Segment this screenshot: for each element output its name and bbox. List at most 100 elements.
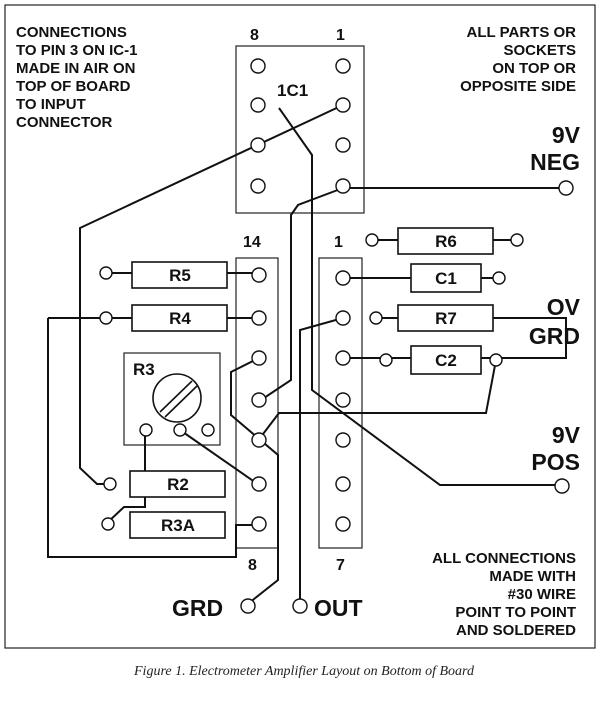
note-top-left-line-2: TO PIN 3 ON IC-1 [16, 42, 137, 59]
socket-hole-pin2 [335, 310, 351, 326]
terminal-output-label: OUT [314, 595, 363, 621]
wire-r3-wiper-to-r3a [107, 430, 146, 523]
terminal-0v-grd-line2: GRD [529, 323, 580, 349]
socket-hole-pin6 [335, 476, 351, 492]
r7-resistor: R7 [397, 304, 494, 332]
ic1-hole-pin1 [335, 58, 351, 74]
socket-hole-pin13 [251, 310, 267, 326]
ic1-hole-pin7 [250, 97, 266, 113]
r3a-resistor: R3A [129, 511, 226, 539]
ic1-hole-pin2 [335, 97, 351, 113]
r7-label: R7 [435, 309, 457, 328]
socket-pin7-number: 7 [336, 557, 345, 574]
r3-lead-wiper [139, 423, 153, 437]
ic1-hole-pin8 [250, 58, 266, 74]
r3a-label: R3A [161, 516, 195, 535]
r3-screw-slot-a [159, 380, 193, 413]
terminal-9v-neg: 9V NEG [530, 122, 581, 196]
c2-lead-right [489, 353, 503, 367]
r5-label: R5 [169, 266, 191, 285]
socket-hole-pin4 [335, 392, 351, 408]
ic1-hole-pin4 [335, 178, 351, 194]
component-lead-holes [99, 233, 524, 531]
socket-pin1-number: 1 [334, 234, 343, 251]
terminal-0v-grd-line1: OV [547, 294, 581, 320]
r3-adjust-screw [152, 373, 202, 423]
ic1-pin-holes [250, 58, 351, 194]
socket-hole-pin11 [251, 392, 267, 408]
r4-lead-left [99, 311, 113, 325]
note-bottom-right-line-3: #30 WIRE [508, 586, 576, 603]
note-top-left-line-6: CONNECTOR [16, 114, 113, 131]
r6-lead-right [510, 233, 524, 247]
note-bottom-right-line-1: ALL CONNECTIONS [432, 550, 576, 567]
c2-label: C2 [435, 351, 457, 370]
r5-resistor: R5 [131, 261, 228, 289]
socket-pin8-number: 8 [248, 557, 257, 574]
terminal-9v-neg-line2: NEG [530, 149, 580, 175]
r3-trimmer-body [123, 352, 221, 446]
wire-r3-to-r2 [179, 429, 260, 486]
c1-capacitor: C1 [410, 263, 482, 293]
socket-pin-holes [251, 267, 351, 532]
terminal-9v-pos-line2: POS [531, 449, 580, 475]
note-top-left-line-3: MADE IN AIR ON [16, 60, 135, 77]
r2-resistor: R2 [129, 470, 226, 498]
r6-lead-left [365, 233, 379, 247]
c2-capacitor: C2 [410, 345, 482, 375]
socket-hole-pin7 [335, 516, 351, 532]
terminal-ground-label: GRD [172, 595, 223, 621]
wire-socket-pin-to-output [299, 317, 344, 605]
c2-lead-left [379, 353, 393, 367]
r5-lead-left [99, 266, 113, 280]
figure-caption: Figure 1. Electrometer Amplifier Layout … [133, 664, 475, 679]
board-border [4, 4, 596, 649]
terminal-output: OUT [292, 595, 363, 621]
r3-label: R3 [133, 360, 155, 379]
r3a-lead-left [101, 517, 115, 531]
r4-resistor: R4 [131, 304, 228, 332]
r7-lead-left [369, 311, 383, 325]
socket-right-column-outline [318, 257, 363, 549]
r3-screw-slot-b [164, 385, 198, 418]
note-bottom-right-line-4: POINT TO POINT [455, 604, 576, 621]
ic1-label: 1C1 [277, 81, 308, 100]
terminal-9v-pos-line1: 9V [552, 422, 581, 448]
r2-label: R2 [167, 475, 189, 494]
ic1-hole-pin3 [335, 137, 351, 153]
note-bottom-right-line-2: MADE WITH [489, 568, 576, 585]
socket-hole-pin14 [251, 267, 267, 283]
terminal-0v-grd: OV GRD [529, 294, 581, 349]
ic1-pin1-number: 1 [336, 27, 345, 44]
wire-ic1-pin2-to-r2 [79, 104, 344, 485]
c1-label: C1 [435, 269, 457, 288]
r3-lead-b [201, 423, 215, 437]
socket-left-column-outline [235, 257, 279, 549]
note-top-right-line-3: ON TOP OR [492, 60, 576, 77]
r3-lead-a [173, 423, 187, 437]
r2-lead-left [103, 477, 117, 491]
socket-hole-pin1 [335, 270, 351, 286]
note-top-left-line-5: TO INPUT [16, 96, 86, 113]
note-top-left-line-4: TOP OF BOARD [16, 78, 131, 95]
wire-ic1-pin7-to-9v-pos [278, 107, 562, 486]
wiring [47, 104, 567, 605]
socket-hole-pin10 [251, 432, 267, 448]
socket-hole-pin3 [335, 350, 351, 366]
wire-ic1-pin6-to-socket [257, 187, 344, 403]
note-top-right-line-2: SOCKETS [503, 42, 576, 59]
terminal-9v-neg-line1: 9V [552, 122, 581, 148]
terminal-9v-pos: 9V POS [531, 422, 581, 494]
ic1-socket-outline [235, 45, 365, 214]
note-top-right-line-4: OPPOSITE SIDE [460, 78, 576, 95]
socket-hole-pin12 [251, 350, 267, 366]
ic1-hole-pin6 [250, 137, 266, 153]
note-top-left-line-1: CONNECTIONS [16, 24, 127, 41]
r6-resistor: R6 [397, 227, 494, 255]
note-top-right-line-1: ALL PARTS OR [467, 24, 577, 41]
terminal-ground: GRD [172, 595, 256, 621]
socket-hole-pin8 [251, 516, 267, 532]
c1-lead-right [492, 271, 506, 285]
